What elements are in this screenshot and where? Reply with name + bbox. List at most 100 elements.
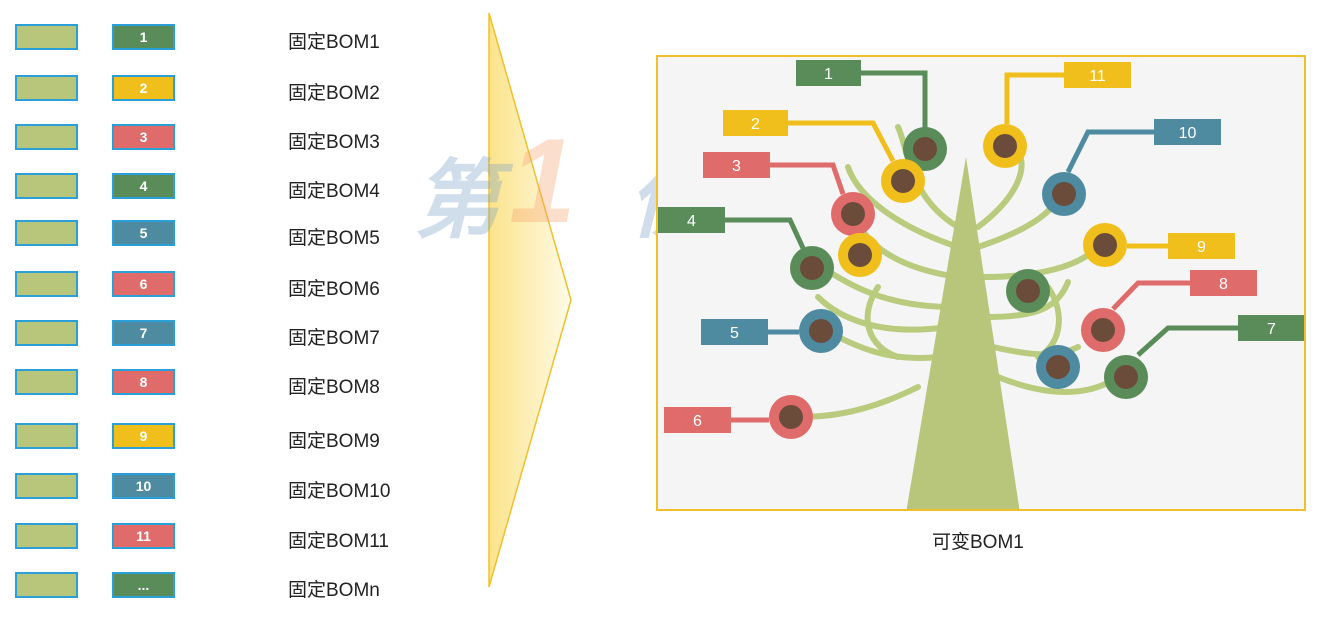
tree-tag [1190,270,1257,296]
fixed-bom-label: 固定BOM6 [288,279,380,300]
tree-trunk [906,157,1020,509]
tree-tag-label: 10 [1179,125,1197,142]
tree-node-core [1091,318,1115,342]
tree-tag-label: 4 [687,213,696,230]
tree-tag-label: 8 [1219,276,1228,293]
variable-bom-panel: 1 2 3 4 5 6 7 8 9 10 11 [656,55,1306,511]
bom-block [15,320,78,346]
tree-node-core [809,319,833,343]
bom-block [15,473,78,499]
bom-number-badge: 1 [112,24,175,50]
bom-number: 11 [136,528,151,544]
fixed-bom-label: 固定BOM2 [288,83,380,104]
bom-block [15,24,78,50]
tag-connector [788,120,896,163]
bom-number: 6 [139,276,148,292]
bom-tree-diagram: 1 2 3 4 5 6 7 8 9 10 11 [658,60,1304,509]
tree-tag [664,407,731,433]
bom-number: 3 [139,129,148,145]
bom-number-badge: ... [112,572,175,598]
tree-branch [845,164,961,250]
tag-connector [770,162,846,195]
bom-number: 2 [139,80,148,96]
tree-node-core [913,137,937,161]
fixed-bom-label: 固定BOM8 [288,377,380,398]
bom-block [15,271,78,297]
bom-number: 10 [135,478,152,494]
tree-tag-label: 7 [1267,321,1276,338]
bom-number: 4 [139,178,148,194]
bom-block [15,220,78,246]
tree-branch [825,329,941,361]
tree-node-core [1016,279,1040,303]
tree-node-core [841,202,865,226]
tree-branch [985,279,1071,320]
tree-node-core [800,256,824,280]
fixed-bom-label: 固定BOMn [288,580,380,601]
merge-arrow [488,12,572,588]
tree-tag [703,152,770,178]
tree-tag [1154,119,1221,145]
bom-block [15,423,78,449]
tree-tag [658,207,725,233]
tree-branch [980,244,1101,280]
bom-block [15,124,78,150]
bom-number-badge: 4 [112,173,175,199]
bom-number-badge: 3 [112,124,175,150]
tree-tag-label: 5 [730,325,739,342]
bom-number-badge: 5 [112,220,175,246]
tree-node-core [779,405,803,429]
bom-number: 9 [139,428,148,444]
bom-block [15,523,78,549]
tree-tag-label: 11 [1089,68,1106,85]
tag-connector [725,217,806,250]
bom-number: ... [137,577,150,593]
fixed-bom-label: 固定BOM7 [288,328,380,349]
tree-tag [1238,315,1304,341]
tree-tag [701,319,768,345]
tree-branch [815,294,951,333]
bom-number-badge: 11 [112,523,175,549]
tree-tag [796,60,861,86]
bom-block [15,75,78,101]
fixed-bom-label: 固定BOM1 [288,32,380,53]
tree-node-core [1114,365,1138,389]
tag-connector [1004,72,1064,124]
tree-branch [864,284,901,360]
fixed-bom-label: 固定BOM4 [288,181,380,202]
bom-number-badge: 2 [112,75,175,101]
tree-node-core [993,134,1017,158]
bom-number-badge: 9 [112,423,175,449]
tree-tag-label: 2 [751,116,760,133]
fixed-bom-label: 固定BOM3 [288,132,380,153]
tag-connector [1111,280,1190,311]
tree-tag [723,110,788,136]
tree-tag [1168,233,1235,259]
bom-block [15,369,78,395]
tree-node-core [1093,233,1117,257]
tag-connector [1136,325,1238,357]
tree-node-core [848,243,872,267]
bom-block [15,173,78,199]
tree-node-core [891,169,915,193]
bom-number: 1 [139,29,148,45]
tag-connector [1065,129,1154,174]
tree-node-core [1052,182,1076,206]
tree-tag-label: 6 [693,413,702,430]
tag-connector [861,70,928,129]
tree-node-core [1046,355,1070,379]
bom-number: 8 [139,374,148,390]
bom-number: 5 [139,225,148,241]
bom-number-badge: 6 [112,271,175,297]
tree-tag-label: 1 [824,66,833,83]
variable-bom-caption: 可变BOM1 [932,532,1024,553]
fixed-bom-label: 固定BOM10 [288,481,391,502]
bom-number-badge: 7 [112,320,175,346]
fixed-bom-label: 固定BOM5 [288,228,380,249]
tree-tag-label: 3 [732,158,741,175]
tree-tag-label: 9 [1197,239,1206,256]
bom-block [15,572,78,598]
fixed-bom-label: 固定BOM11 [288,531,390,552]
bom-number: 7 [139,325,148,341]
bom-number-badge: 10 [112,473,175,499]
